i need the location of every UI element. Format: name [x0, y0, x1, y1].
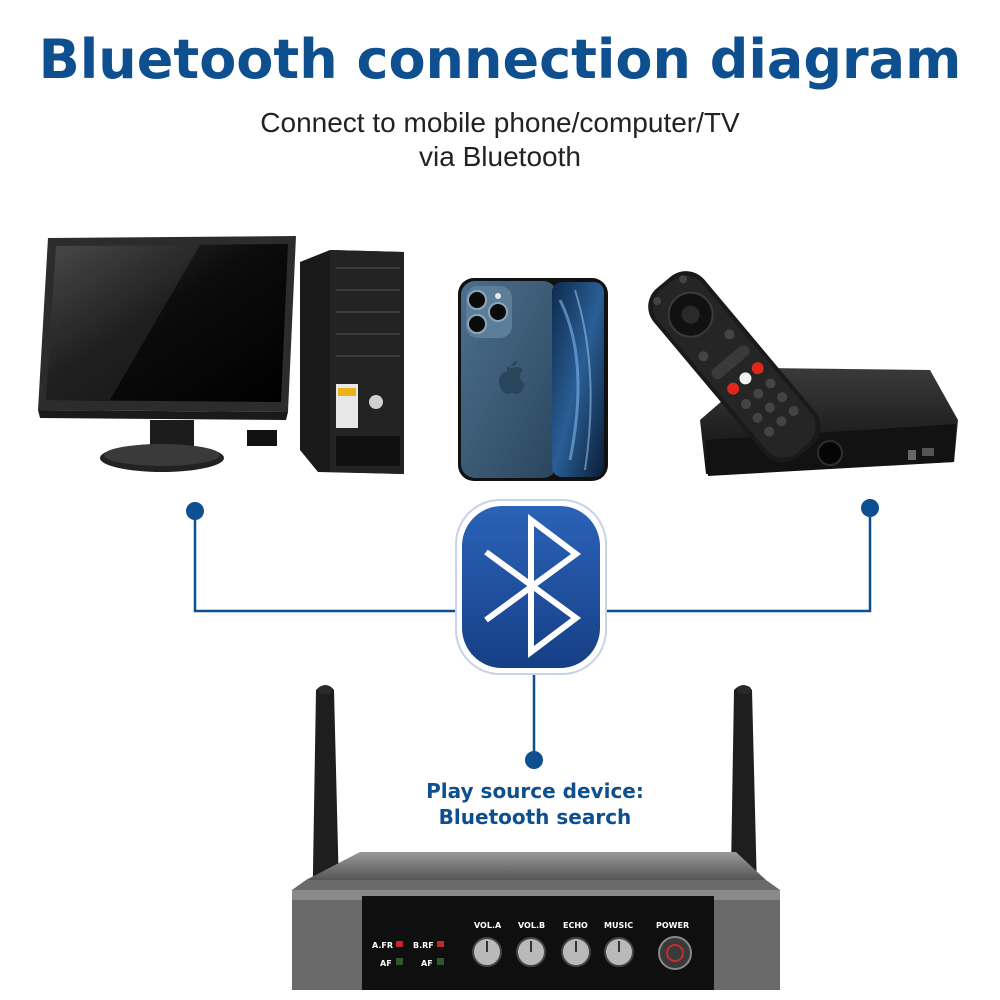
label-music: MUSIC	[604, 921, 633, 930]
diagram-subtitle: Connect to mobile phone/computer/TV via …	[0, 106, 1000, 174]
label-a-rf: A.FR	[372, 941, 393, 950]
tv-box-icon	[648, 271, 958, 476]
smartphone-icon	[458, 278, 608, 481]
dot-receiver	[525, 751, 543, 769]
computer-icon	[38, 236, 404, 474]
line-computer	[193, 510, 460, 613]
label-af-a: AF	[380, 959, 392, 968]
subtitle-line-1: Connect to mobile phone/computer/TV	[260, 107, 740, 138]
diagram-title: Bluetooth connection diagram	[38, 28, 962, 91]
label-af-b: AF	[421, 959, 433, 968]
label-echo: ECHO	[563, 921, 588, 930]
bluetooth-icon	[455, 499, 607, 675]
dot-computer	[186, 502, 204, 520]
label-vol-b: VOL.B	[518, 921, 545, 930]
label-vol-a: VOL.A	[474, 921, 502, 930]
label-b-rf: B.RF	[413, 941, 434, 950]
subtitle-line-2: via Bluetooth	[419, 141, 581, 172]
dot-tvbox	[861, 499, 879, 517]
label-power: POWER	[656, 921, 689, 930]
line-tvbox	[600, 508, 872, 613]
receiver-caption: Play source device: Bluetooth search	[380, 778, 690, 830]
caption-line-2: Bluetooth search	[438, 805, 632, 829]
wireless-receiver-icon: VOL.A VOL.B ECHO MUSIC POWER A.FR AF B.R…	[292, 685, 780, 990]
connection-lines	[186, 499, 879, 769]
caption-line-1: Play source device:	[426, 779, 644, 803]
